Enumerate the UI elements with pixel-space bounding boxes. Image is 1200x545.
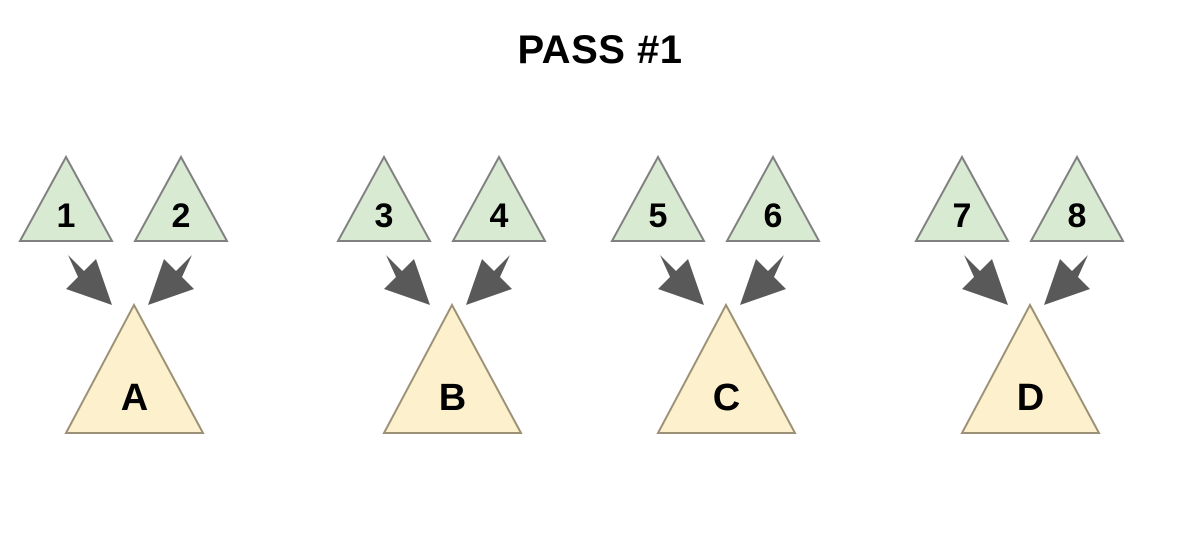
target-triangle-b[interactable]: B bbox=[382, 302, 523, 435]
arrow-down-right-icon bbox=[62, 253, 120, 311]
merge-group-3: 5 6 C bbox=[592, 150, 822, 450]
source-triangle-7[interactable]: 7 bbox=[914, 154, 1010, 243]
source-triangle-8[interactable]: 8 bbox=[1029, 154, 1125, 243]
arrow-down-right-icon bbox=[654, 253, 712, 311]
source-triangle-5[interactable]: 5 bbox=[610, 154, 706, 243]
source-triangle-4[interactable]: 4 bbox=[451, 154, 547, 243]
source-triangle-1[interactable]: 1 bbox=[18, 154, 114, 243]
arrow-down-right-icon bbox=[958, 253, 1016, 311]
merge-group-4: 7 8 D bbox=[896, 150, 1126, 450]
arrow-down-left-icon bbox=[458, 253, 516, 311]
source-triangle-3[interactable]: 3 bbox=[336, 154, 432, 243]
target-triangle-c[interactable]: C bbox=[656, 302, 797, 435]
arrow-down-left-icon bbox=[732, 253, 790, 311]
merge-group-2: 3 4 B bbox=[318, 150, 548, 450]
source-triangle-2[interactable]: 2 bbox=[133, 154, 229, 243]
arrow-down-right-icon bbox=[380, 253, 438, 311]
target-triangle-a[interactable]: A bbox=[64, 302, 205, 435]
source-triangle-6[interactable]: 6 bbox=[725, 154, 821, 243]
target-triangle-d[interactable]: D bbox=[960, 302, 1101, 435]
arrow-down-left-icon bbox=[1036, 253, 1094, 311]
page-title: PASS #1 bbox=[517, 28, 683, 72]
arrow-down-left-icon bbox=[140, 253, 198, 311]
merge-group-1: 1 2 A bbox=[0, 150, 230, 450]
